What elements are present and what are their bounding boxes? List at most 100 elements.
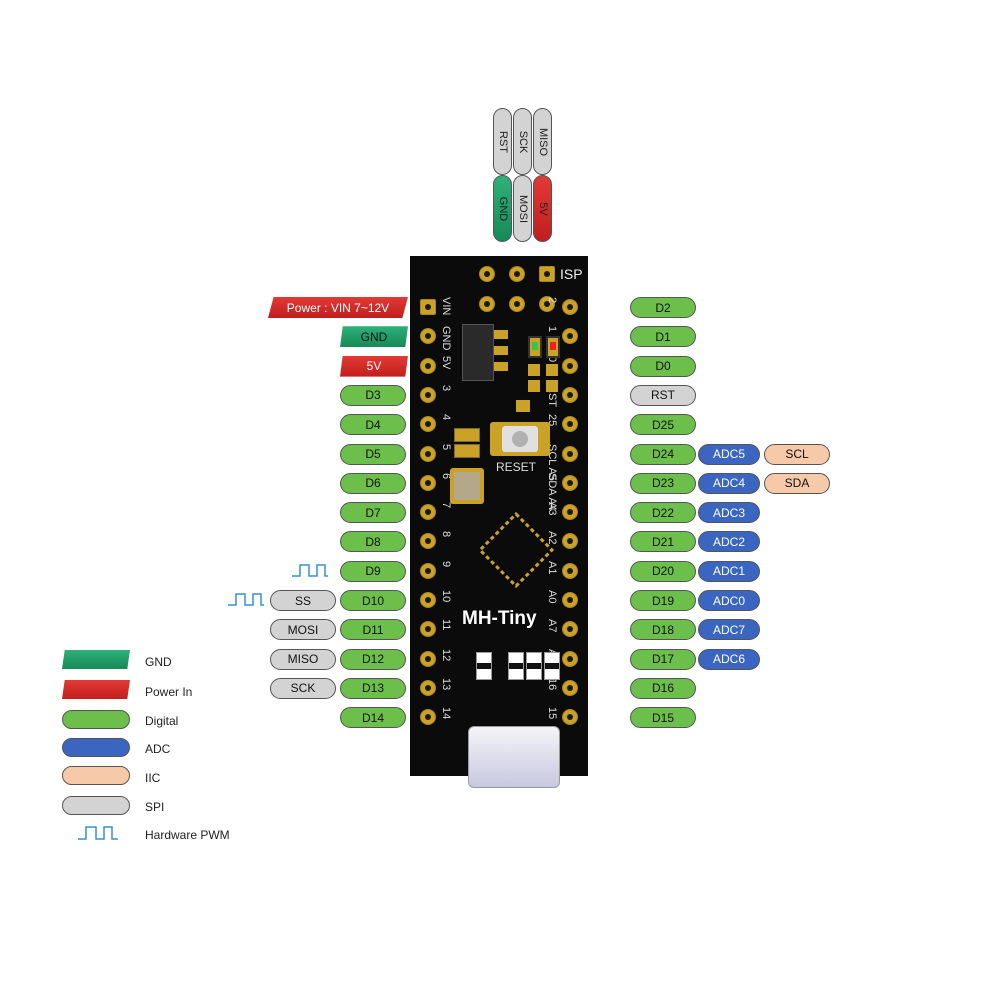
left-header-hole <box>420 621 436 638</box>
left-digital-label: D4 <box>340 414 406 436</box>
smd-diode <box>476 652 492 680</box>
left-header-hole <box>420 357 436 374</box>
isp-pin-rst: RST <box>493 108 512 175</box>
left-header-hole <box>420 592 436 608</box>
right-digital-label: D17 <box>630 648 696 670</box>
right-header-hole <box>562 533 578 550</box>
right-header-hole <box>562 299 578 315</box>
left-silk-label: 5V <box>440 355 452 370</box>
left-spi-label: SS <box>270 590 336 611</box>
isp-silk-label: ISP <box>560 266 583 282</box>
reset-silk-label: RESET <box>496 460 537 474</box>
left-silk-label: 10 <box>440 590 452 603</box>
isp-pin-miso: MISO <box>533 108 552 175</box>
isp-hole <box>479 266 495 282</box>
voltage-regulator <box>462 324 494 381</box>
right-iic-label: SDA <box>764 472 830 494</box>
right-header-hole <box>562 445 578 462</box>
left-header-hole <box>420 504 436 521</box>
right-header-hole <box>562 709 578 726</box>
left-digital-label: D14 <box>340 707 406 729</box>
right-silk-label: 15 <box>546 707 558 720</box>
legend-label-power: Power In <box>145 685 193 699</box>
right-digital-label: D2 <box>630 297 696 318</box>
left-silk-label: GND <box>440 326 452 351</box>
mcu-chip <box>477 503 555 589</box>
left-header-hole <box>420 709 436 726</box>
right-header-hole <box>562 621 578 638</box>
left-silk-label: VIN <box>440 297 452 316</box>
right-header-hole <box>562 504 578 521</box>
board-name: MH-Tiny <box>462 608 537 629</box>
capacitor <box>454 428 480 442</box>
reset-button[interactable] <box>490 422 550 456</box>
right-header-hole <box>562 386 578 403</box>
left-silk-label: 4 <box>440 414 452 421</box>
micro-usb-port[interactable] <box>468 726 560 788</box>
isp-pin-sck: SCK <box>513 108 532 175</box>
legend-label-spi: SPI <box>145 800 165 814</box>
pwm-icon <box>228 593 264 606</box>
left-header-hole <box>420 650 436 667</box>
right-adc-label: ADC3 <box>698 502 760 524</box>
gnd-pin-label: GND <box>340 326 408 348</box>
right-digital-label: RST <box>630 384 696 406</box>
right-header-hole <box>562 474 578 491</box>
right-digital-label: D18 <box>630 619 696 641</box>
isp-hole <box>509 296 525 312</box>
right-digital-label: D22 <box>630 502 696 524</box>
left-silk-label: 14 <box>440 707 452 720</box>
left-digital-label: D8 <box>340 531 406 553</box>
smd-component <box>546 380 558 392</box>
right-header-hole <box>562 650 578 667</box>
left-digital-label: D13 <box>340 677 406 699</box>
right-digital-label: D24 <box>630 443 696 465</box>
left-digital-label: D5 <box>340 443 406 465</box>
legend-swatch-power <box>62 680 130 699</box>
right-iic-label: SCL <box>764 443 830 465</box>
regulator-pin <box>494 346 508 355</box>
right-digital-label: D23 <box>630 472 696 494</box>
legend-label-digital: Digital <box>145 714 179 728</box>
left-spi-label: SCK <box>270 677 336 699</box>
right-header-hole <box>562 416 578 433</box>
isp-hole <box>539 266 555 282</box>
left-header-hole <box>420 562 436 579</box>
regulator-pin <box>494 330 508 339</box>
right-digital-label: D25 <box>630 414 696 436</box>
right-digital-label: D15 <box>630 707 696 729</box>
left-digital-label: D12 <box>340 648 406 670</box>
right-header-hole <box>562 328 578 345</box>
legend-label-gnd: GND <box>145 655 172 669</box>
v5-pin-label: 5V <box>340 355 408 377</box>
left-header-hole <box>420 328 436 345</box>
left-digital-label: D11 <box>340 619 406 641</box>
legend-swatch-adc <box>62 738 130 757</box>
right-adc-label: ADC4 <box>698 472 760 494</box>
left-silk-label: 12 <box>440 648 452 661</box>
right-digital-label: D0 <box>630 355 696 377</box>
left-digital-label: D9 <box>340 560 406 582</box>
regulator-pin <box>494 362 508 371</box>
smd-diode <box>544 652 560 680</box>
led-red <box>546 336 560 358</box>
pwm-icon <box>292 564 328 577</box>
isp-pin-5v: 5V <box>533 175 552 242</box>
left-header-hole <box>420 474 436 491</box>
left-digital-label: D7 <box>340 502 406 524</box>
smd-component <box>516 400 530 412</box>
left-header-hole <box>420 533 436 550</box>
left-silk-label: 5 <box>440 443 452 450</box>
left-digital-label: D10 <box>340 590 406 611</box>
right-silk-label: 2 <box>546 297 558 304</box>
right-digital-label: D19 <box>630 590 696 611</box>
power-vin-label: Power : VIN 7~12V <box>268 297 408 318</box>
left-spi-label: MOSI <box>270 619 336 641</box>
left-silk-label: 11 <box>440 619 452 631</box>
right-digital-label: D20 <box>630 560 696 582</box>
crystal <box>450 468 484 504</box>
right-digital-label: D16 <box>630 677 696 699</box>
isp-pin-gnd: GND <box>493 175 512 242</box>
